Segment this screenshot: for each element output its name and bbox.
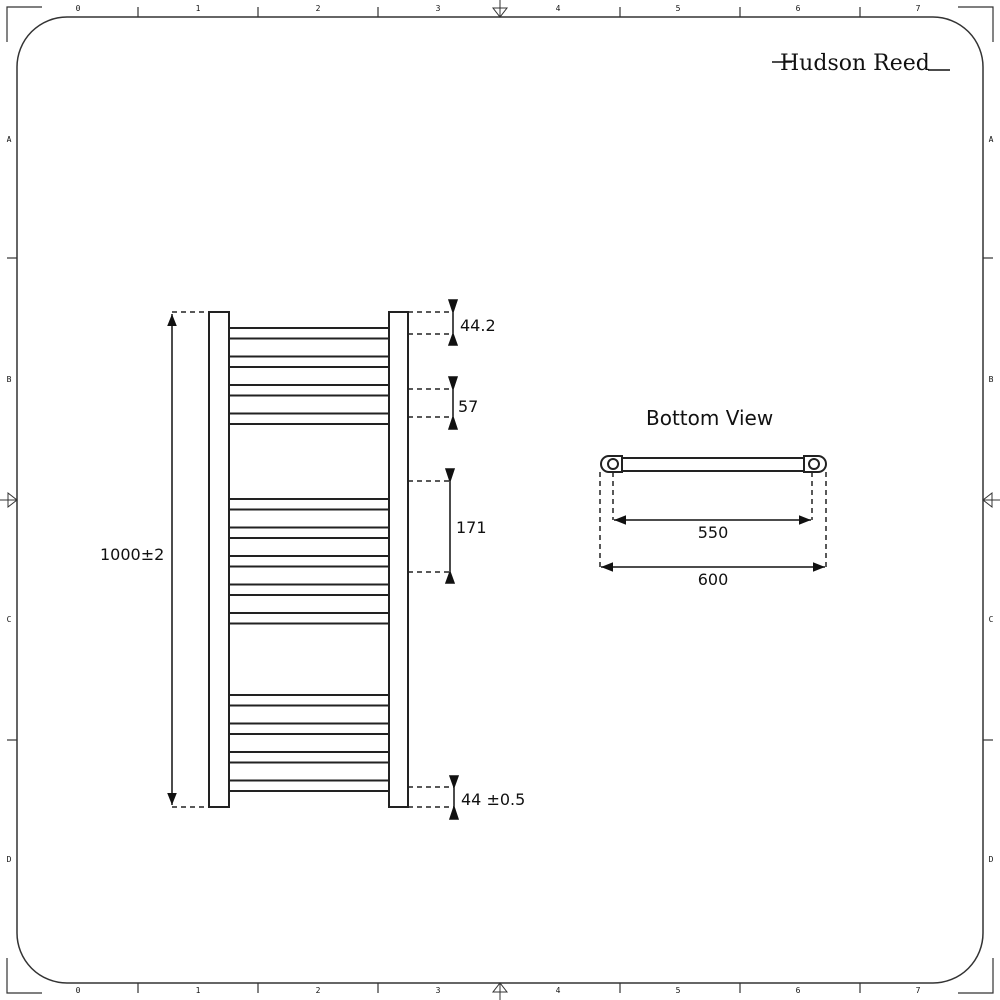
- overall-height-label: 1000±2: [100, 545, 164, 564]
- column-label: 6: [796, 4, 801, 13]
- bar-spacing-label: 57: [458, 397, 478, 416]
- column-label: 5: [676, 4, 681, 13]
- right-end-cap: [803, 455, 827, 473]
- centre-mark-right: [982, 491, 1000, 509]
- column-label: 5: [676, 986, 681, 995]
- row-label: B: [7, 375, 12, 384]
- hudson-reed-logo: Hudson Reed: [772, 51, 950, 76]
- centre-mark-top: [491, 0, 509, 18]
- bottom-view-title: Bottom View: [646, 406, 773, 430]
- centre-mark-bottom: [491, 982, 509, 1000]
- column-label: 0: [76, 986, 81, 995]
- row-label: A: [7, 135, 12, 144]
- towel-bar: [228, 555, 390, 568]
- towel-bar: [228, 694, 390, 707]
- column-label: 6: [796, 986, 801, 995]
- left-upright: [208, 311, 230, 808]
- towel-bar: [228, 412, 390, 425]
- towel-bar: [228, 384, 390, 397]
- row-label: C: [7, 615, 12, 624]
- column-label: 4: [556, 986, 561, 995]
- column-label: 3: [436, 4, 441, 13]
- row-label: A: [989, 135, 994, 144]
- column-label: 7: [916, 4, 921, 13]
- towel-bar: [228, 526, 390, 539]
- towel-bar: [228, 355, 390, 368]
- right-upright: [388, 311, 409, 808]
- column-label: 4: [556, 4, 561, 13]
- group-gap-label: 171: [456, 518, 487, 537]
- towel-bar: [228, 327, 390, 340]
- column-label: 1: [196, 4, 201, 13]
- row-label: C: [989, 615, 994, 624]
- column-label: 1: [196, 986, 201, 995]
- bottom-gap-label: 44 ±0.5: [461, 790, 525, 809]
- towel-bar: [228, 583, 390, 596]
- logo-text: Hudson Reed: [780, 51, 930, 76]
- towel-bar: [228, 722, 390, 735]
- column-label: 3: [436, 986, 441, 995]
- column-label: 2: [316, 4, 321, 13]
- top-gap-label: 44.2: [460, 316, 496, 335]
- row-label: B: [989, 375, 994, 384]
- row-label: D: [989, 855, 994, 864]
- bottom-view: Bottom View 550 600: [599, 406, 827, 589]
- centre-mark-left: [0, 491, 18, 509]
- towel-bar: [228, 779, 390, 792]
- towel-bar: [228, 498, 390, 511]
- column-label: 2: [316, 986, 321, 995]
- column-label: 0: [76, 4, 81, 13]
- front-view: 1000±2 44.2 57 171 44 ±0.5: [100, 299, 525, 820]
- towel-bars: [228, 327, 390, 792]
- centres-label: 550: [698, 523, 729, 542]
- left-end-cap: [600, 455, 623, 473]
- column-label: 7: [916, 986, 921, 995]
- row-label: D: [7, 855, 12, 864]
- towel-bar: [228, 612, 390, 625]
- towel-bar: [228, 751, 390, 764]
- overall-width-label: 600: [698, 570, 729, 589]
